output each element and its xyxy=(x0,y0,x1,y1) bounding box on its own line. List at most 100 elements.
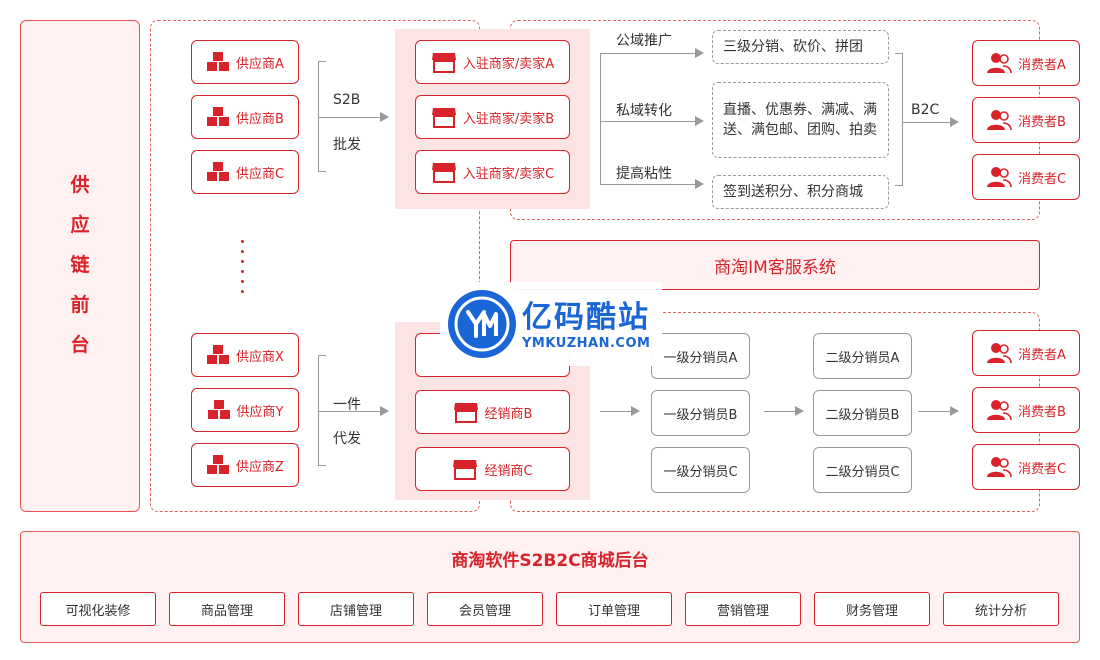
ellipsis-dot xyxy=(241,240,244,243)
user-group-icon xyxy=(986,167,1012,188)
arrow-right-icon xyxy=(695,116,704,126)
channel-desc: 直播、优惠券、满减、满送、满包邮、团购、拍卖 xyxy=(712,82,889,158)
cube-stack-icon xyxy=(207,455,230,474)
consumer-node: 消费者A xyxy=(972,330,1080,376)
merchant-node: 入驻商家/卖家B xyxy=(415,95,570,139)
level2-distributor: 二级分销员C xyxy=(813,447,912,493)
shop-icon xyxy=(453,403,478,423)
shop-icon xyxy=(431,108,456,128)
merchant-node: 入驻商家/卖家C xyxy=(415,150,570,194)
supplier-node: 供应商X xyxy=(191,333,299,377)
arrow-right-icon xyxy=(950,117,959,127)
dealer-node: 经销商B xyxy=(415,390,570,434)
backend-title: 商淘软件S2B2C商城后台 xyxy=(451,551,649,571)
connector-line xyxy=(318,117,380,118)
dealer-label: 经销商C xyxy=(484,463,533,479)
arrow-right-icon xyxy=(950,406,959,416)
merchant-label: 入驻商家/卖家A xyxy=(462,56,555,72)
user-group-icon xyxy=(987,343,1012,364)
connector-line xyxy=(600,411,631,412)
flow-label: S2B xyxy=(333,92,361,108)
shop-icon xyxy=(431,163,456,183)
channel-desc: 签到送积分、积分商城 xyxy=(712,175,889,209)
connector-line xyxy=(318,171,326,172)
supplier-label: 供应商B xyxy=(236,111,284,127)
connector-line xyxy=(895,185,903,186)
watermark-en: YMKUZHAN.COM xyxy=(522,336,651,351)
merchant-label: 入驻商家/卖家B xyxy=(462,111,555,127)
dealer-label: 经销商B xyxy=(484,406,533,422)
side-title-char: 链 xyxy=(70,254,90,276)
side-title-char: 供 xyxy=(70,174,90,196)
level2-distributor: 二级分销员A xyxy=(813,333,912,379)
watermark-cn: 亿码酷站 xyxy=(522,300,650,335)
backend-module: 店铺管理 xyxy=(298,592,414,626)
connector-line xyxy=(318,355,326,356)
connector-line xyxy=(600,184,695,185)
backend-module: 会员管理 xyxy=(427,592,543,626)
channel-label: 提高粘性 xyxy=(616,166,672,182)
supplier-label: 供应商A xyxy=(236,56,284,72)
arrow-right-icon xyxy=(631,406,640,416)
side-title-char: 台 xyxy=(70,334,90,356)
watermark-logo xyxy=(448,290,516,358)
arrow-right-icon xyxy=(380,112,389,122)
consumer-label: 消费者A xyxy=(1018,347,1066,363)
consumer-node: 消费者A xyxy=(972,40,1080,86)
supplier-node: 供应商Z xyxy=(191,443,299,487)
connector-line xyxy=(902,53,903,186)
channel-desc: 三级分销、砍价、拼团 xyxy=(712,30,889,64)
supplier-label: 供应商Z xyxy=(236,459,284,475)
backend-module: 可视化装修 xyxy=(40,592,156,626)
shop-icon xyxy=(453,460,478,480)
connector-line xyxy=(600,53,601,184)
arrow-right-icon xyxy=(695,48,704,58)
cube-stack-icon xyxy=(206,162,229,181)
supplier-label: 供应商X xyxy=(236,349,284,365)
connector-line xyxy=(764,411,795,412)
connector-line xyxy=(895,53,903,54)
level2-distributor: 二级分销员B xyxy=(813,390,912,436)
channel-label: 公域推广 xyxy=(616,33,672,49)
dealer-node: 经销商C xyxy=(415,447,570,491)
consumer-node: 消费者C xyxy=(972,444,1080,490)
flow-label: 一件 xyxy=(333,397,361,413)
backend-module: 统计分析 xyxy=(943,592,1059,626)
supply-chain-frontend-title: 供 应 链 前 台 xyxy=(20,165,140,365)
backend-module: 财务管理 xyxy=(814,592,930,626)
arrow-right-icon xyxy=(695,179,704,189)
backend-module: 商品管理 xyxy=(169,592,285,626)
im-system-bar: 商淘IM客服系统 xyxy=(510,240,1040,290)
merchant-node: 入驻商家/卖家A xyxy=(415,40,570,84)
cube-stack-icon xyxy=(207,107,230,126)
connector-line xyxy=(902,122,950,123)
consumer-label: 消费者A xyxy=(1018,57,1066,73)
cube-stack-icon xyxy=(207,400,230,419)
connector-line xyxy=(318,61,319,172)
consumer-node: 消费者B xyxy=(972,387,1080,433)
ellipsis-dot xyxy=(241,280,244,283)
ellipsis-dot xyxy=(241,270,244,273)
arrow-right-icon xyxy=(795,406,804,416)
consumer-label: 消费者B xyxy=(1018,404,1066,420)
connector-line xyxy=(918,411,950,412)
channel-label: 私域转化 xyxy=(616,103,672,119)
ym-logo-icon xyxy=(454,296,510,352)
consumer-label: 消费者C xyxy=(1017,461,1067,477)
supplier-node: 供应商C xyxy=(191,150,299,194)
merchant-label: 入驻商家/卖家C xyxy=(462,166,555,182)
consumer-label: 消费者C xyxy=(1017,171,1067,187)
ellipsis-dot xyxy=(241,260,244,263)
connector-line xyxy=(600,53,695,54)
cube-stack-icon xyxy=(207,52,230,71)
arrow-right-icon xyxy=(380,406,389,416)
level1-distributor: 一级分销员B xyxy=(651,390,750,436)
supply-chain-frontend-panel xyxy=(20,20,140,512)
flow-label: 代发 xyxy=(333,431,361,447)
user-group-icon xyxy=(987,110,1012,131)
flow-label: 批发 xyxy=(333,137,361,153)
backend-module: 订单管理 xyxy=(556,592,672,626)
side-title-char: 前 xyxy=(70,294,90,316)
connector-line xyxy=(318,411,380,412)
ellipsis-dot xyxy=(241,290,244,293)
